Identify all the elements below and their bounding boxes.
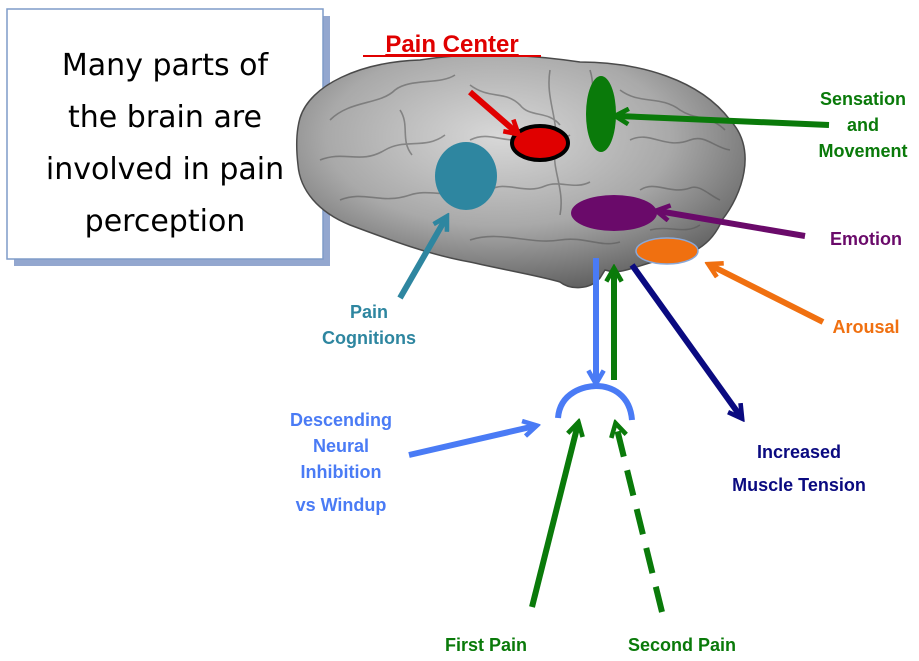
label-arousal: Arousal bbox=[832, 317, 899, 337]
label-pain-center: Pain Center bbox=[385, 31, 518, 58]
arrow-descending-inhibition bbox=[409, 426, 535, 455]
label-descending-3: Inhibition bbox=[301, 462, 382, 482]
label-muscle-2: Muscle Tension bbox=[732, 475, 866, 495]
label-descending-4: vs Windup bbox=[296, 495, 387, 515]
caption-line-4: perception bbox=[85, 204, 246, 239]
caption-line-3: involved in pain bbox=[46, 152, 284, 187]
caption-box: Many parts of the brain are involved in … bbox=[7, 9, 330, 266]
label-muscle-1: Increased bbox=[757, 442, 841, 462]
label-second-pain: Second Pain bbox=[628, 635, 736, 655]
region-pain-center bbox=[512, 126, 568, 160]
label-sensation-2: and bbox=[847, 115, 879, 135]
region-arousal bbox=[636, 238, 698, 264]
label-sensation-3: Movement bbox=[818, 141, 907, 161]
region-sensation-movement bbox=[586, 76, 616, 152]
label-first-pain: First Pain bbox=[445, 635, 527, 655]
label-descending-2: Neural bbox=[313, 436, 369, 456]
label-descending-1: Descending bbox=[290, 410, 392, 430]
label-cognitions-1: Pain bbox=[350, 302, 388, 322]
region-pain-cognitions bbox=[435, 142, 497, 210]
arrow-second-pain bbox=[616, 425, 662, 612]
spinal-junction-arc bbox=[558, 386, 632, 420]
region-emotion bbox=[571, 195, 657, 231]
label-emotion: Emotion bbox=[830, 229, 902, 249]
caption-line-1: Many parts of bbox=[62, 48, 270, 83]
label-cognitions-2: Cognitions bbox=[322, 328, 416, 348]
arrow-muscle-tension bbox=[632, 265, 741, 417]
label-sensation-1: Sensation bbox=[820, 89, 906, 109]
arrow-first-pain bbox=[532, 424, 578, 607]
caption-line-2: the brain are bbox=[68, 100, 262, 135]
arrow-arousal bbox=[710, 265, 823, 322]
